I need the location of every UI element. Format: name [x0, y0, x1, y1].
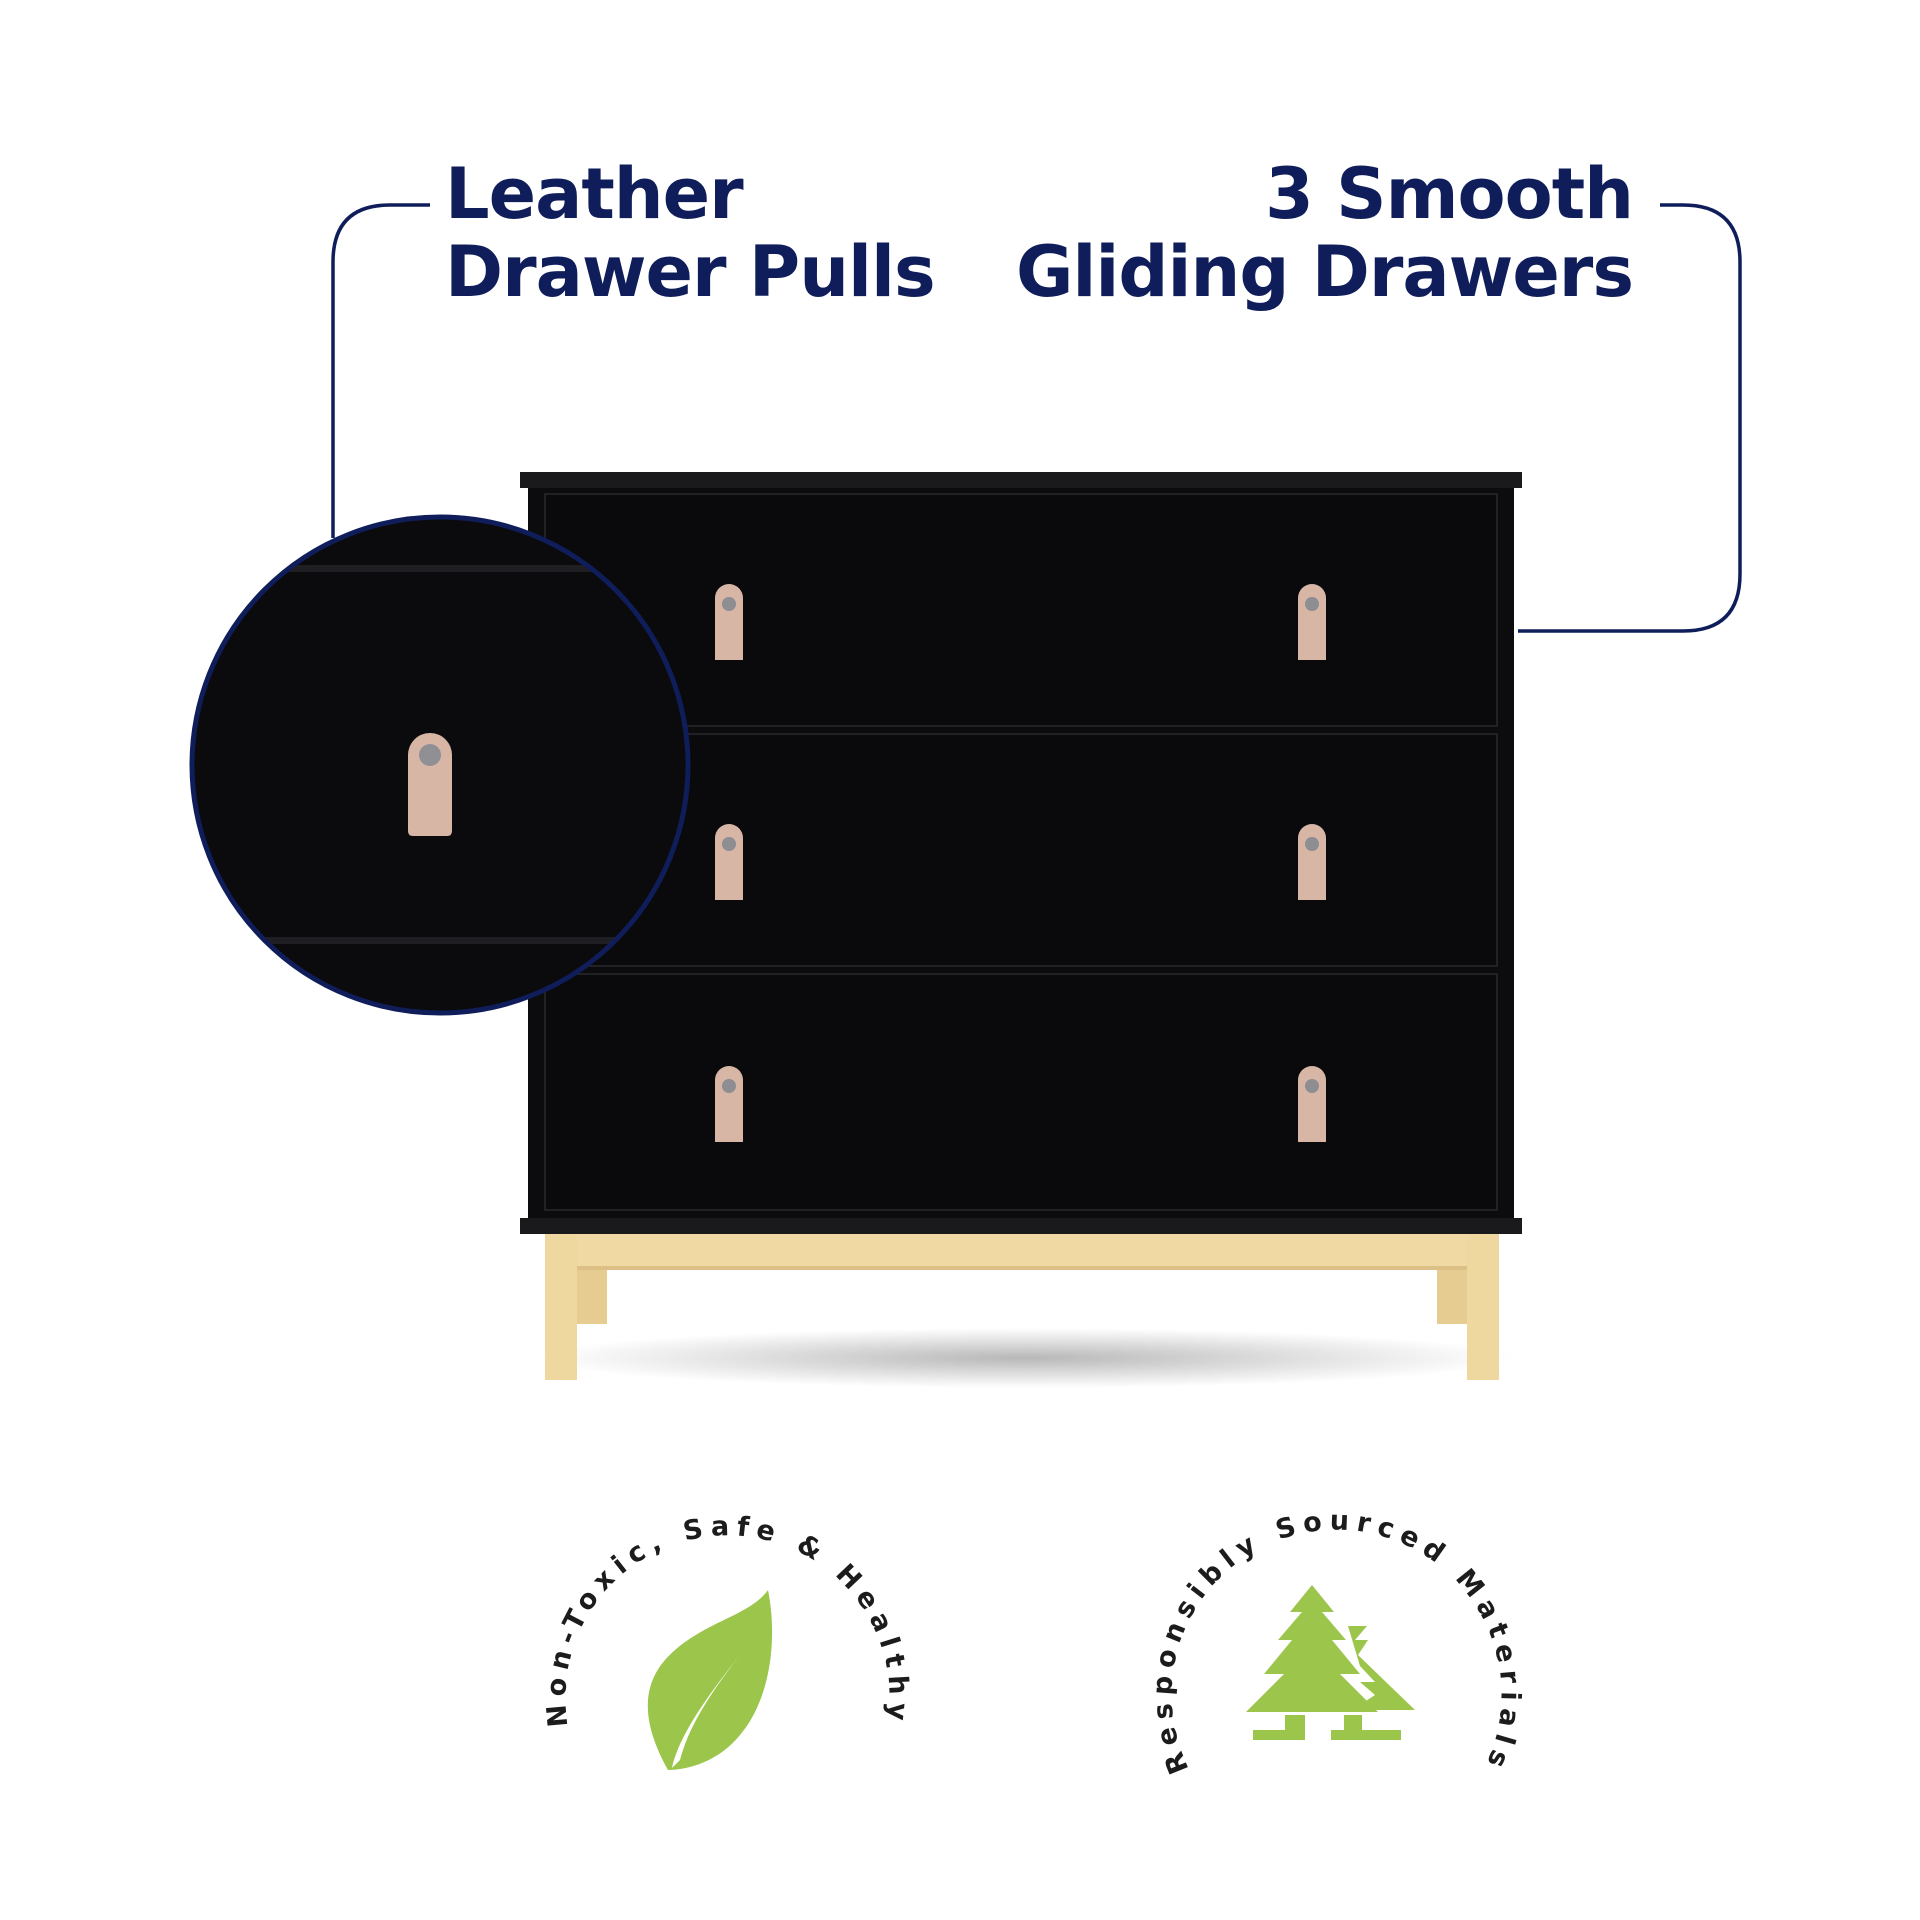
dresser-top	[520, 472, 1522, 488]
dresser-base	[545, 1232, 1499, 1380]
leather-pull	[715, 584, 743, 660]
drawer-top	[544, 493, 1498, 727]
callout-line-right	[1518, 203, 1742, 633]
callout-line-left	[331, 203, 430, 538]
badge-responsibly-sourced: Responsibly Sourced Materials	[1147, 1505, 1519, 1778]
zoom-detail-circle	[189, 514, 691, 1016]
feature-title-leather-pulls-line1: Leather	[445, 153, 744, 235]
feature-title-gliding-drawers: 3 Smooth Gliding Drawers	[1015, 153, 1634, 313]
feature-title-leather-pulls: Leather Drawer Pulls	[445, 153, 936, 313]
zoom-leather-pull	[408, 733, 452, 836]
trees-icon	[1246, 1585, 1415, 1740]
feature-title-gliding-drawers-line1: 3 Smooth	[1265, 153, 1634, 235]
zoom-circle-border	[189, 514, 691, 1016]
leather-pull	[1298, 1066, 1326, 1142]
leg-back-left	[577, 1268, 607, 1324]
dresser-bottom-rail	[520, 1218, 1522, 1234]
base-apron-edge	[577, 1266, 1467, 1270]
dresser-body	[520, 472, 1522, 1234]
drawer-bottom	[544, 973, 1498, 1211]
leather-pull	[1298, 584, 1326, 660]
feature-title-gliding-drawers-line2: Gliding Drawers	[1015, 231, 1634, 313]
leather-pull	[715, 1066, 743, 1142]
drawer-middle	[544, 733, 1498, 967]
leg-back-right	[1437, 1268, 1467, 1324]
zoom-drawer-gap-top	[192, 565, 688, 572]
zoom-drawer-gap-bottom	[192, 937, 688, 944]
floor-shadow	[535, 1328, 1515, 1388]
base-apron	[577, 1232, 1467, 1270]
leg-front-left	[545, 1232, 577, 1380]
badge-non-toxic: Non-Toxic, Safe & Healthy	[541, 1511, 907, 1770]
leather-pull	[715, 824, 743, 900]
leather-pulls	[715, 584, 1326, 1142]
leather-pull	[1298, 824, 1326, 900]
leg-front-right	[1467, 1232, 1499, 1380]
leaf-icon	[647, 1590, 773, 1770]
feature-title-leather-pulls-line2: Drawer Pulls	[445, 231, 936, 313]
